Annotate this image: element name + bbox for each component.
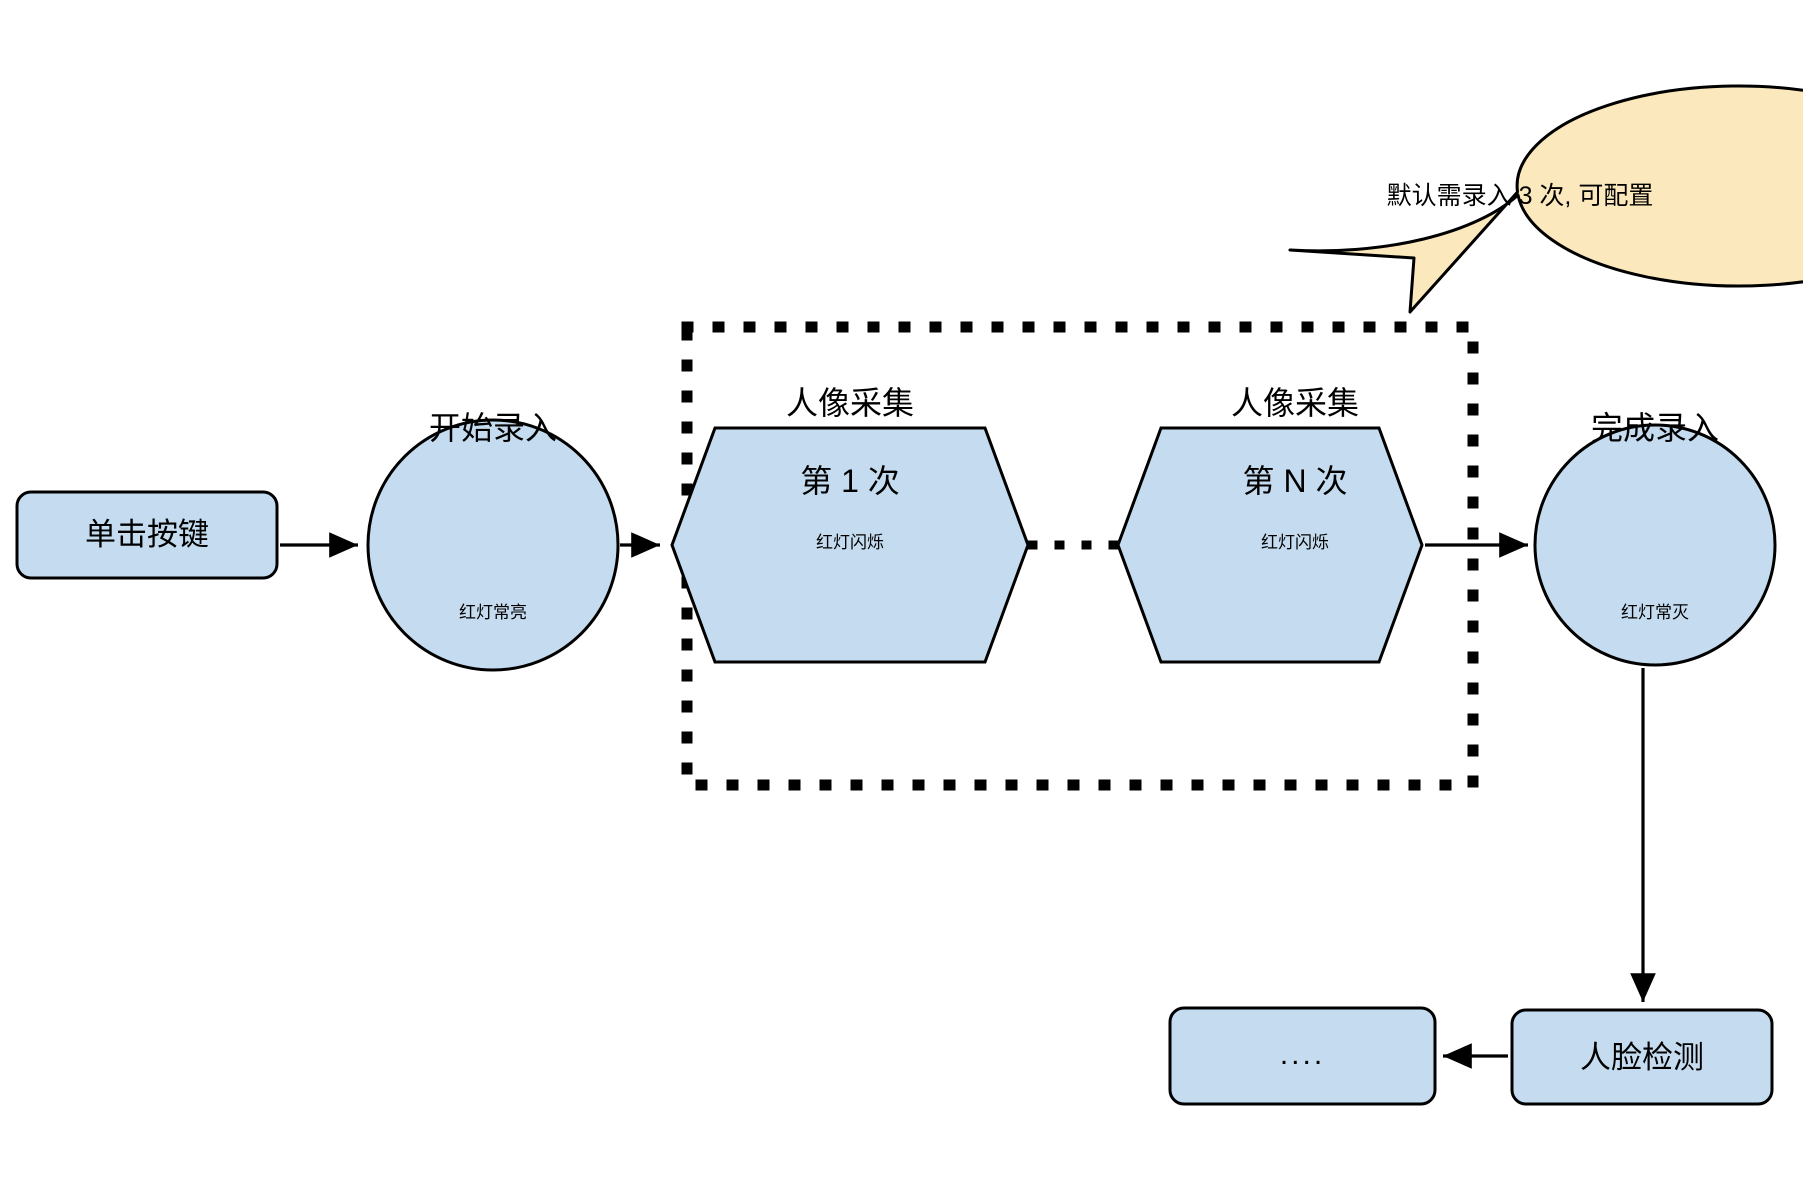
node-capture-first-shape[interactable]	[670, 426, 1030, 664]
node-face-detect-shape[interactable]	[1510, 1008, 1774, 1106]
node-more-steps-shape[interactable]	[1168, 1006, 1437, 1106]
node-start-enroll-shape[interactable]	[366, 418, 620, 672]
callout-bubble-shape	[1288, 84, 1803, 314]
node-finish-enroll-shape[interactable]	[1533, 423, 1777, 667]
node-capture-nth-shape[interactable]	[1116, 426, 1424, 664]
node-click-button-shape[interactable]	[15, 490, 279, 580]
